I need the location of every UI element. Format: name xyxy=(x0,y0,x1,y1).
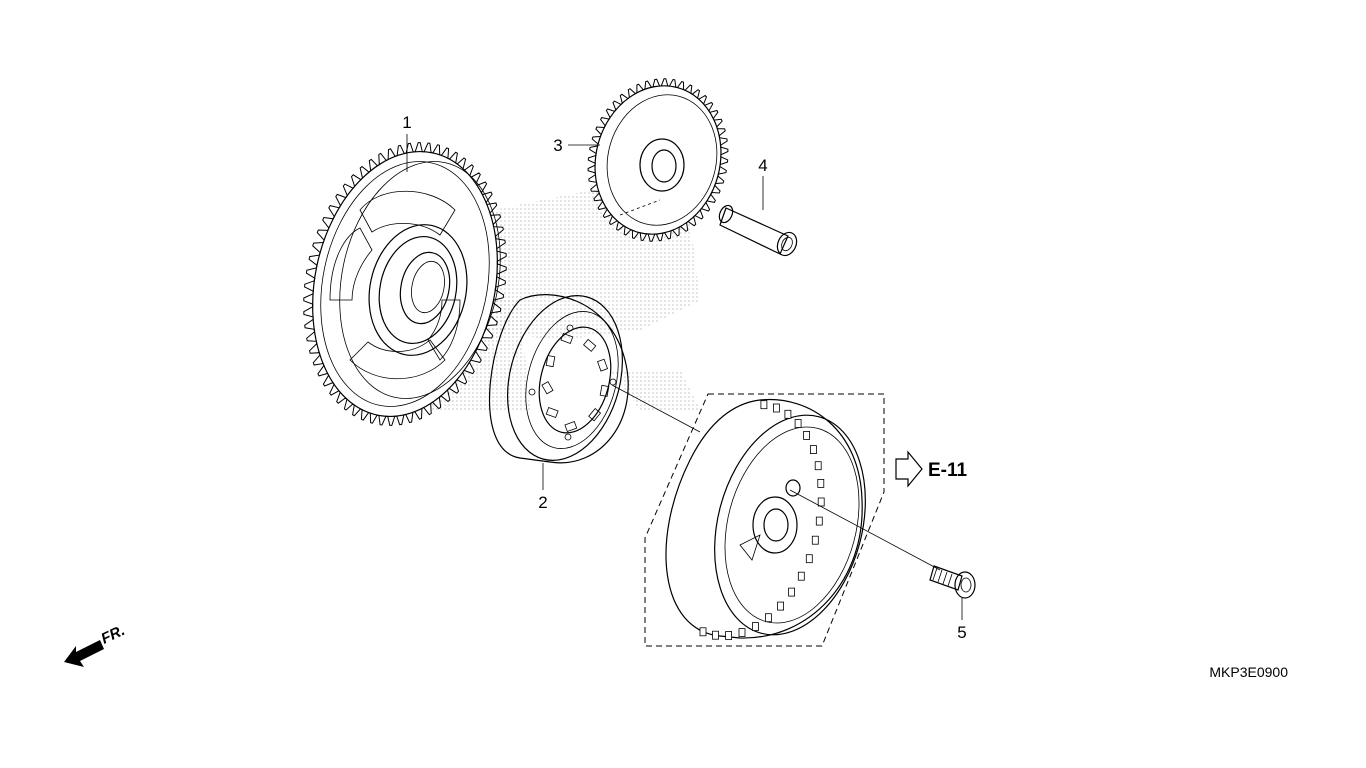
flywheel-lug xyxy=(815,516,823,526)
part-4-idle-gear-shaft[interactable] xyxy=(717,203,800,258)
svg-text:FR.: FR. xyxy=(99,622,128,648)
flywheel-lug xyxy=(777,601,784,611)
flywheel-lug xyxy=(752,622,759,631)
flywheel-lug xyxy=(773,403,780,413)
diagram-code: MKP3E0900 xyxy=(1209,664,1288,680)
part-5-bolt[interactable] xyxy=(929,565,976,599)
flywheel-lug xyxy=(765,613,772,623)
part-2-one-way-clutch[interactable] xyxy=(489,283,640,474)
svg-text:3: 3 xyxy=(553,136,562,155)
flywheel-lug xyxy=(725,631,732,640)
flywheel xyxy=(665,398,866,640)
part-3-starter-idle-gear[interactable] xyxy=(579,72,738,249)
flywheel-lug xyxy=(817,497,825,507)
flywheel-lug xyxy=(794,419,802,428)
front-arrow-icon xyxy=(64,640,104,667)
flywheel-lug xyxy=(814,461,822,471)
flywheel-lug xyxy=(712,630,719,640)
flywheel-lug xyxy=(805,554,813,564)
svg-text:4: 4 xyxy=(758,156,767,175)
flywheel-lug xyxy=(811,535,819,545)
flywheel-lug xyxy=(760,400,768,410)
flywheel-lug xyxy=(784,409,792,419)
svg-text:1: 1 xyxy=(402,113,411,132)
front-direction-indicator: FR. xyxy=(64,622,128,667)
callout-2: 2 xyxy=(538,463,548,512)
svg-text:E-11: E-11 xyxy=(928,460,968,481)
assembly-lines xyxy=(611,199,941,571)
flywheel-reference-box xyxy=(644,393,885,647)
flywheel-lug xyxy=(817,478,825,488)
callout-4: 4 xyxy=(758,156,768,210)
svg-text:2: 2 xyxy=(538,493,547,512)
callout-5: 5 xyxy=(957,598,967,642)
flywheel-reluctor-lugs xyxy=(699,400,825,640)
clutch-sprags xyxy=(541,332,610,433)
reference-link-e11[interactable]: E-11 xyxy=(895,450,968,488)
reference-arrow-icon xyxy=(895,450,923,488)
flywheel-lug xyxy=(810,445,817,455)
flywheel-lug xyxy=(699,627,707,637)
callout-3: 3 xyxy=(553,136,600,155)
flywheel-lug xyxy=(738,628,746,637)
callout-1: 1 xyxy=(402,113,412,172)
flywheel-lug xyxy=(797,571,805,581)
flywheel-lug xyxy=(788,587,795,597)
flywheel-lug xyxy=(803,430,810,440)
svg-text:5: 5 xyxy=(957,623,966,642)
part-1-starter-driven-gear[interactable] xyxy=(289,134,521,434)
